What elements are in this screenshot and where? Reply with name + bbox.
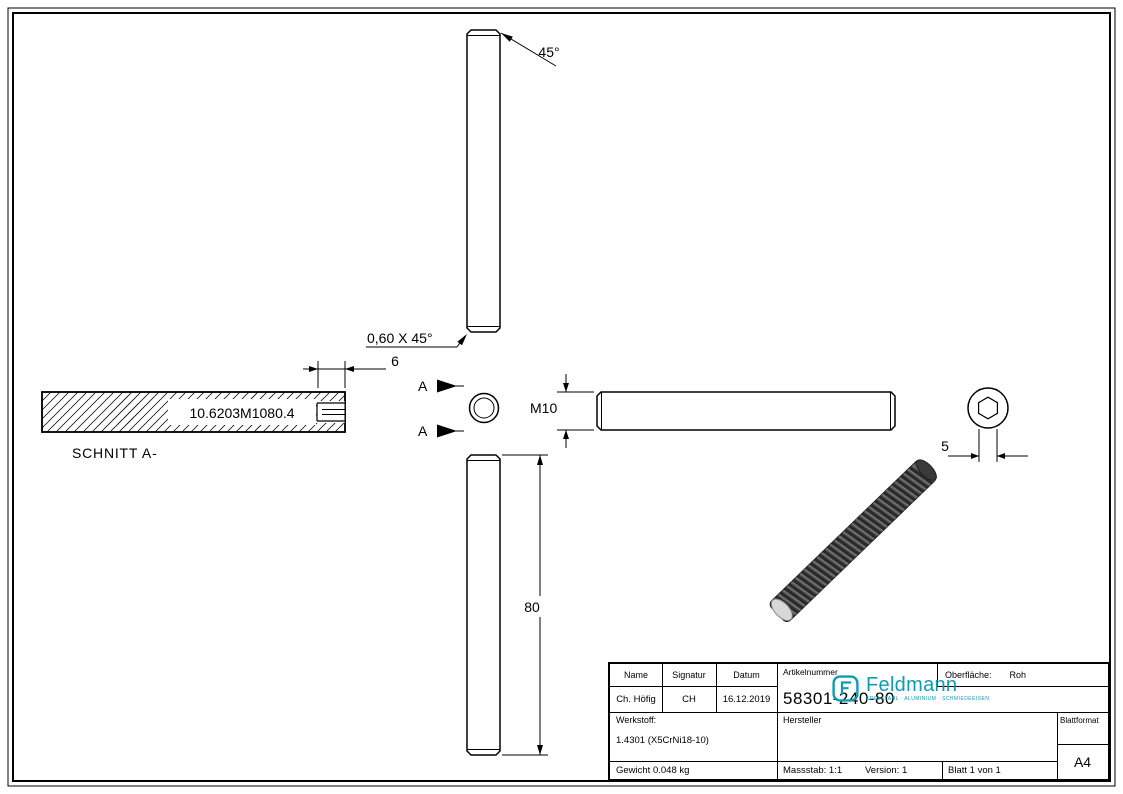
- scale-value: Massstab: 1:1: [783, 764, 843, 776]
- feldmann-logo-icon: [832, 675, 859, 702]
- thread-texture: [770, 464, 935, 618]
- sheet-value: Blatt 1 von 1: [948, 764, 1001, 776]
- section-arrow-bottom: [437, 424, 457, 438]
- front-view-circle: [468, 392, 500, 424]
- divider-line: [716, 664, 717, 712]
- section-cut-arrows: A A: [418, 378, 464, 439]
- hex-width-dimension: 5: [941, 429, 1028, 462]
- date-header: Datum: [733, 670, 760, 680]
- section-title: SCHNITT A-: [72, 445, 158, 461]
- section-marker-top: A: [418, 378, 428, 394]
- brand-name: Feldmann: [866, 674, 958, 696]
- surface-value: Roh: [1009, 670, 1027, 680]
- divider-line: [610, 761, 1057, 762]
- socket-depth-label: 6: [391, 353, 399, 369]
- version-value: Version: 1: [865, 764, 908, 776]
- iso-view-rod: [769, 459, 937, 623]
- format-label: Blattformat: [1060, 715, 1099, 725]
- sheet-frame: [7, 7, 1116, 787]
- article-number: 58301-240-80: [783, 689, 895, 708]
- chamfer-note-annotation: 0,60 X 45°: [366, 330, 467, 348]
- section-dimension-text: 10.6203M1080.4: [189, 405, 294, 421]
- surface-label: Oberfläche:: [945, 670, 992, 680]
- socket-depth-dimension: 6: [303, 353, 399, 388]
- date-value: 16.12.2019: [722, 693, 771, 705]
- end-view-hex-socket: [967, 387, 1009, 429]
- format-value: A4: [1073, 753, 1092, 770]
- material-label: Werkstoff:: [616, 715, 657, 725]
- chamfer-angle-label: 45°: [538, 44, 559, 60]
- divider-line: [662, 664, 663, 712]
- divider-line: [937, 686, 1108, 687]
- title-block: Name Signatur Datum Ch. Höfig CH 16.12.2…: [608, 662, 1110, 781]
- divider-line: [1057, 744, 1108, 745]
- thread-size-label: M10: [530, 400, 557, 416]
- weight-value: Gewicht 0.048 kg: [616, 764, 690, 776]
- thread-size-dimension: M10: [530, 374, 594, 448]
- manufacturer-logo: Feldmann EDELSTAHL · ALUMINIUM · SCHMIED…: [832, 675, 989, 702]
- top-rod-side-view: [466, 29, 501, 333]
- chamfer-angle-annotation: 45°: [500, 32, 560, 67]
- name-header: Name: [623, 670, 648, 680]
- article-number-label: Artikelnummer: [783, 667, 838, 677]
- divider-line: [937, 664, 938, 686]
- surface-cell: Oberfläche: Roh: [937, 664, 1108, 686]
- side-view-rod: [596, 391, 896, 431]
- chamfer-note-label: 0,60 X 45°: [367, 330, 433, 346]
- section-arrow-top: [437, 379, 457, 393]
- divider-line: [777, 664, 778, 779]
- length-label: 80: [524, 599, 540, 615]
- divider-line: [942, 761, 943, 779]
- signature-header: Signatur: [672, 670, 706, 680]
- brand-tagline: EDELSTAHL · ALUMINIUM · SCHMIEDEEISEN: [866, 696, 990, 702]
- hex-socket-cutout: [317, 401, 345, 423]
- bottom-rod-side-view: [466, 454, 501, 756]
- signature-value: CH: [682, 693, 696, 705]
- length-dimension: 80: [502, 454, 548, 756]
- section-marker-bottom: A: [418, 423, 428, 439]
- manufacturer-label: Hersteller: [783, 715, 822, 725]
- divider-line: [610, 686, 777, 687]
- divider-line: [1057, 712, 1058, 779]
- material-value: 1.4301 (X5CrNi18-10): [616, 734, 709, 746]
- hex-width-label: 5: [941, 438, 949, 454]
- section-view: 10.6203M1080.4: [41, 391, 346, 433]
- dimension-text-backdrop: [168, 399, 316, 425]
- name-value: Ch. Höfig: [616, 693, 656, 705]
- divider-line: [610, 712, 1108, 713]
